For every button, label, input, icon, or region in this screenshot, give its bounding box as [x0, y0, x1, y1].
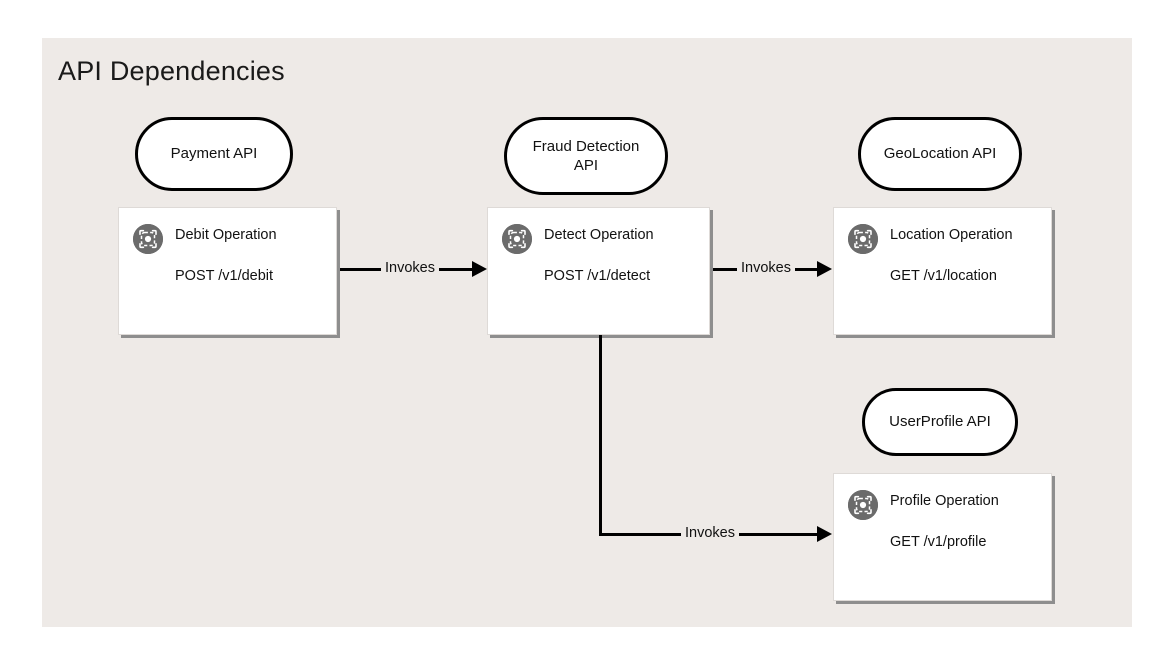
operation-name: Detect Operation: [544, 227, 654, 243]
operation-name: Debit Operation: [175, 227, 277, 243]
operation-path: POST /v1/detect: [544, 268, 651, 284]
api-node-payment[interactable]: Payment API: [135, 117, 293, 191]
api-node-fraud-detection[interactable]: Fraud Detection API: [504, 117, 668, 195]
page-title: API Dependencies: [58, 56, 285, 86]
edge-label-detect-location: Invokes: [737, 261, 795, 276]
operation-card-header: Profile Operation: [834, 474, 1051, 520]
operation-name: Profile Operation: [890, 493, 999, 509]
operation-icon: [133, 224, 163, 254]
operation-name: Location Operation: [890, 227, 1013, 243]
edge-detect-location-arrow: [817, 261, 832, 277]
edge-label-debit-detect: Invokes: [381, 261, 439, 276]
operation-card-location[interactable]: Location Operation GET /v1/location: [833, 207, 1052, 335]
operation-icon: [848, 490, 878, 520]
edge-debit-detect-arrow: [472, 261, 487, 277]
operation-path: GET /v1/location: [890, 268, 997, 284]
operation-card-header: Detect Operation: [488, 208, 709, 254]
api-node-userprofile[interactable]: UserProfile API: [862, 388, 1018, 456]
operation-card-detect[interactable]: Detect Operation POST /v1/detect: [487, 207, 710, 335]
api-node-label: Payment API: [170, 145, 258, 163]
operation-icon: [502, 224, 532, 254]
edge-label-detect-profile: Invokes: [681, 526, 739, 541]
operation-icon: [848, 224, 878, 254]
api-node-geolocation[interactable]: GeoLocation API: [858, 117, 1022, 191]
operation-card-header: Debit Operation: [119, 208, 336, 254]
operation-card-debit[interactable]: Debit Operation POST /v1/debit: [118, 207, 337, 335]
api-node-label: GeoLocation API: [883, 145, 997, 163]
operation-path: GET /v1/profile: [890, 534, 987, 550]
operation-path: POST /v1/debit: [175, 268, 274, 284]
edge-detect-profile-arrow: [817, 526, 832, 542]
edge-detect-profile-vertical: [599, 335, 602, 536]
api-node-label: Fraud Detection API: [532, 137, 640, 174]
operation-card-header: Location Operation: [834, 208, 1051, 254]
operation-card-profile[interactable]: Profile Operation GET /v1/profile: [833, 473, 1052, 601]
api-node-label: UserProfile API: [889, 413, 991, 431]
